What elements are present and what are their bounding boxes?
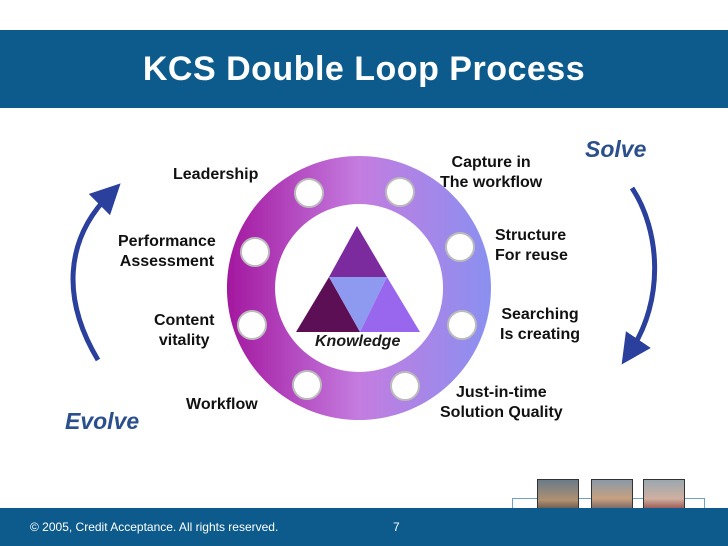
label-structure: Structure For reuse — [495, 226, 568, 266]
ring-node — [445, 232, 475, 262]
label-searching: Searching Is creating — [500, 305, 580, 345]
solve-arrow — [621, 186, 658, 365]
knowledge-triangle — [296, 226, 420, 332]
label-leadership: Leadership — [173, 166, 259, 183]
title-bar: KCS Double Loop Process — [0, 30, 728, 108]
footer-copyright: © 2005, Credit Acceptance. All rights re… — [30, 520, 279, 534]
ring-node — [390, 371, 420, 401]
ring-node — [385, 177, 415, 207]
ring-node — [240, 237, 270, 267]
label-line: Searching — [501, 306, 579, 323]
label-just-in-time: Just-in-time Solution Quality — [440, 383, 563, 423]
loop-ring — [226, 156, 491, 420]
label-line: Is creating — [500, 326, 581, 343]
label-line: Structure — [495, 227, 567, 244]
solve-label: Solve — [585, 136, 647, 162]
label-content-vitality: Content vitality — [154, 311, 214, 351]
evolve-label: Evolve — [65, 408, 140, 434]
ring-node — [237, 310, 267, 340]
label-workflow: Workflow — [186, 396, 258, 413]
evolve-arrow — [70, 183, 121, 362]
label-performance-assessment: Performance Assessment — [118, 232, 216, 272]
label-line: Just-in-time — [456, 384, 547, 401]
label-line: Performance — [118, 233, 216, 250]
footer-bar: © 2005, Credit Acceptance. All rights re… — [0, 508, 728, 546]
label-line: Assessment — [119, 253, 215, 270]
knowledge-label: Knowledge — [315, 333, 401, 350]
ring-node — [294, 178, 324, 208]
ring-nodes — [237, 177, 477, 401]
label-line: Capture in — [451, 154, 531, 171]
label-capture: Capture in The workflow — [440, 153, 542, 193]
ring-node — [292, 370, 322, 400]
label-line: Content — [154, 312, 215, 329]
label-line: vitality — [158, 332, 210, 349]
page-number: 7 — [393, 520, 400, 534]
page-title: KCS Double Loop Process — [142, 50, 586, 88]
label-line: Solution Quality — [440, 404, 563, 421]
label-line: For reuse — [495, 247, 568, 264]
ring-node — [447, 310, 477, 340]
label-line: The workflow — [440, 174, 543, 191]
